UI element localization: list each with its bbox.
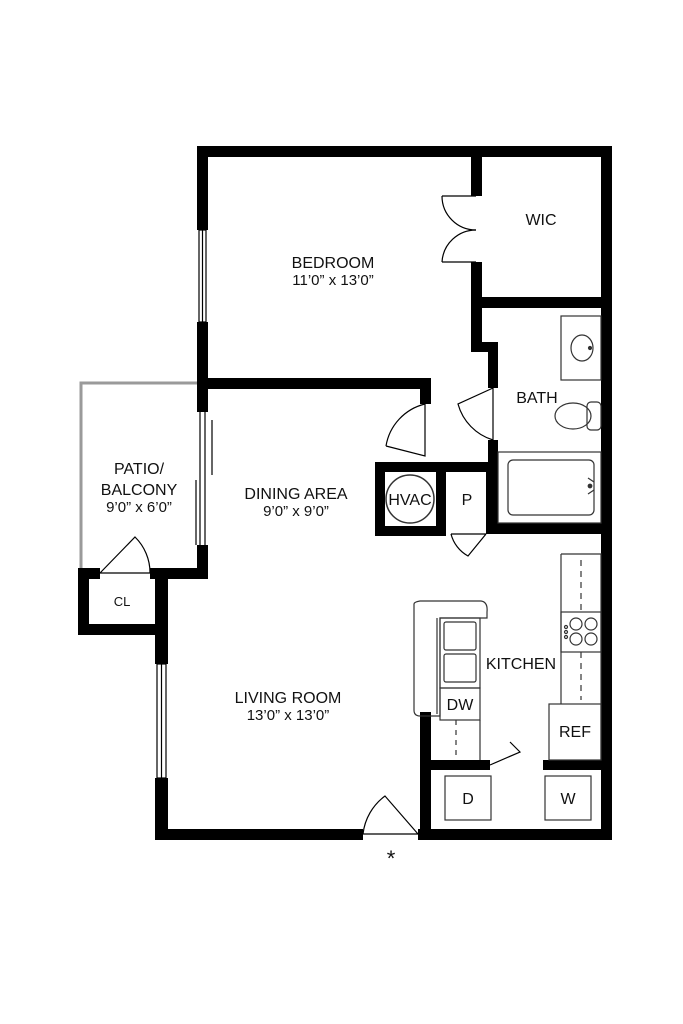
wall-closet-bottom [78, 624, 168, 635]
doors [99, 195, 522, 835]
pantry-label: P [462, 492, 473, 509]
wall-wic-bottom [471, 297, 611, 308]
hvac-unit [385, 474, 435, 524]
wall-pantry-right [486, 462, 496, 534]
dryer [444, 775, 492, 821]
refrigerator [548, 703, 602, 761]
patio-slider [195, 412, 213, 545]
wall-closet-left [78, 568, 89, 635]
wall-bedroom-left-upper [197, 146, 208, 230]
wall-closet-right [155, 568, 168, 664]
walls [78, 146, 612, 840]
dishwasher [439, 687, 481, 721]
closet-name: CL [114, 594, 131, 609]
patio-dims: 9’0” x 6’0” [106, 499, 172, 516]
toilet-bowl [554, 402, 592, 430]
bedroom-dims: 11’0” x 13’0” [292, 272, 373, 289]
kitchen-peninsula [413, 600, 488, 717]
patio-railing [79, 381, 197, 568]
dishwasher-label: DW [447, 697, 475, 714]
hvac-label: HVAC [388, 492, 431, 509]
wall-bottom-left [155, 829, 363, 840]
refrigerator-label: REF [559, 724, 591, 741]
living-name: LIVING ROOM [235, 690, 342, 707]
wall-dining-left-lower [197, 545, 208, 579]
patio-name-line2: BALCONY [101, 482, 178, 499]
wall-bath-jog [471, 342, 498, 352]
bath-name: BATH [516, 390, 557, 407]
wall-laundry-top-right [543, 760, 612, 770]
kitchen-name: KITCHEN [486, 656, 556, 673]
bathtub [497, 451, 602, 524]
range [560, 611, 602, 653]
bath-vanity [560, 315, 602, 381]
wall-hvac-left [375, 462, 385, 536]
dining-name: DINING AREA [244, 486, 347, 503]
wall-top [197, 146, 611, 157]
kitchen-sink [439, 617, 481, 689]
wall-wic-left-upper [471, 146, 482, 196]
wall-pantry-top [436, 462, 496, 472]
wall-kitchen-left [420, 712, 431, 840]
patio-name-line1: PATIO/ [114, 461, 165, 478]
wall-bedroom-bottom-stub [420, 378, 431, 404]
washer-label: W [560, 791, 576, 808]
wall-living-left-lower [155, 778, 168, 840]
bathtub-inner [507, 459, 595, 516]
living-dims: 13’0” x 13’0” [247, 707, 330, 724]
wall-bedroom-left-lower [197, 322, 208, 412]
wall-bath-bottom [488, 523, 611, 534]
windows [156, 229, 207, 779]
fixtures [385, 315, 602, 821]
wall-hvac-right [436, 462, 446, 536]
dryer-label: D [462, 791, 474, 808]
wall-hvac-top [375, 462, 444, 472]
wall-laundry-top-left [420, 760, 490, 770]
dining-dims: 9’0” x 9’0” [263, 503, 329, 520]
wall-hvac-bottom [375, 526, 444, 536]
wall-bedroom-bottom [197, 378, 431, 389]
wall-bath-left-upper [488, 342, 498, 388]
wall-closet-top-right [150, 568, 208, 579]
labels: BEDROOM 11’0” x 13’0” WIC BATH PATIO/ BA… [101, 212, 591, 871]
wall-bottom-right [418, 829, 612, 840]
washer [544, 775, 592, 821]
wall-right [601, 146, 612, 840]
entry-marker: * [387, 846, 396, 871]
wic-name: WIC [525, 212, 556, 229]
toilet-tank [586, 401, 602, 431]
bedroom-name: BEDROOM [292, 255, 375, 272]
bath-sink [570, 334, 594, 362]
